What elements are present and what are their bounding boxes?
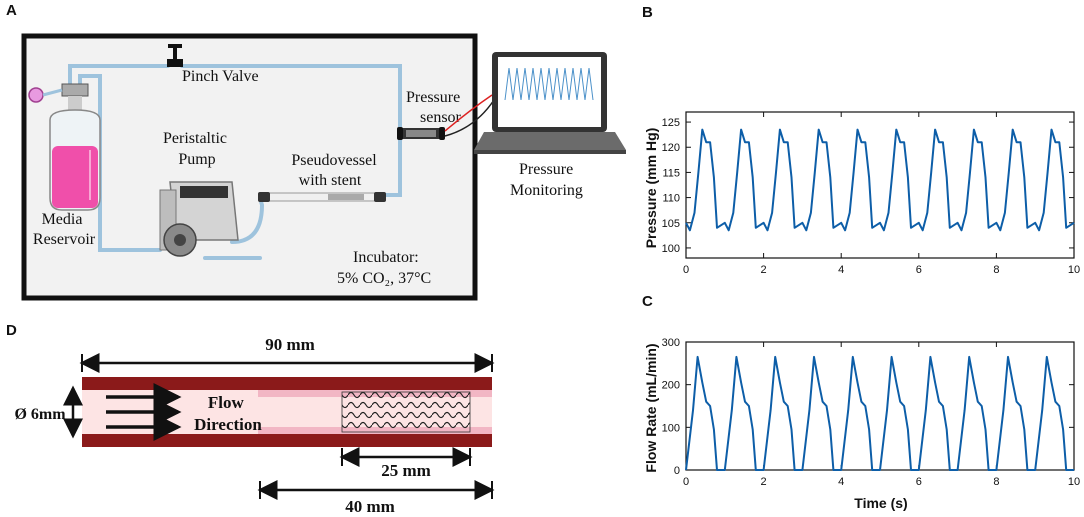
flow-direction-label: Flow Direction [194,393,262,434]
peristaltic-pump-icon [159,181,239,257]
pressure-sensor-icon [397,127,445,140]
time-axis-label: Time (s) [854,495,907,511]
pinch-valve-icon [167,44,183,67]
pressure-x-tick-label: 2 [761,264,767,276]
pseudovessel-icon [258,192,386,202]
flow-x-tick-label: 10 [1068,476,1080,488]
setup-schematic: Pinch Valve Pressure sensor Pressure Mon… [21,33,626,301]
pseudovessel-label: Pseudovessel with stent [291,152,380,189]
stent-length-label: 25 mm [381,461,431,480]
pressure-monitoring-label: Pressure Monitoring [510,161,583,199]
panel-label-d: D [6,322,17,339]
panel-label-a: A [6,2,17,19]
flow-series-line [685,355,1074,471]
flow-axis-label: Flow Rate (mL/min) [643,343,659,472]
pressure-y-tick-label: 115 [662,167,680,179]
segment-length-label: 40 mm [345,497,395,516]
pressure-x-tick-label: 4 [838,264,844,276]
peristaltic-pump-label: Peristaltic Pump [163,130,231,168]
flow-x-tick-label: 4 [838,476,844,488]
flow-x-tick-label: 8 [993,476,999,488]
media-reservoir-icon [49,83,101,211]
sensor-wire-red [444,94,493,132]
tubing [68,64,402,260]
panel-label-c: C [642,293,653,310]
pressure-y-tick-label: 100 [662,243,680,255]
diameter-label: Ø 6mm [14,406,66,423]
flow-y-tick-label: 100 [662,422,680,434]
pressure-sensor-label: Pressure sensor [406,89,464,126]
pressure-x-tick-label: 10 [1068,264,1080,276]
flow-arrows [106,383,182,441]
flow-y-tick-label: 200 [662,380,680,392]
sensor-wire-black [444,99,495,137]
panel-label-b: B [642,4,653,21]
filter-cap-icon [28,87,63,103]
pressure-plot-frame [685,111,1075,259]
waveform-charts: Pressure (mm Hg) Flow Rate (mL/min) Time… [643,111,1080,511]
media-reservoir-label: Media Reservoir [33,211,96,248]
laptop-icon [474,52,626,154]
pressure-y-tick-label: 105 [662,218,680,230]
pressure-x-tick-label: 8 [993,264,999,276]
pressure-y-tick-label: 125 [662,117,680,129]
flow-x-tick-label: 0 [683,476,689,488]
flow-y-tick-label: 0 [674,465,680,477]
pressure-y-tick-label: 110 [662,193,680,205]
pressure-x-tick-label: 0 [683,264,689,276]
flow-y-tick-label: 300 [662,337,680,349]
incubator-label: Incubator: 5% CO₂, 37°C [337,249,431,287]
pressure-axis-label: Pressure (mm Hg) [643,128,659,249]
stent-mesh [341,391,471,433]
vessel-schematic: 90 mm Ø 6mm Flow Direction 25 mm 40 mm [14,335,495,516]
length-total-label: 90 mm [265,335,315,354]
pressure-series-line [685,128,1075,232]
pressure-x-tick-label: 6 [916,264,922,276]
flow-x-tick-label: 2 [761,476,767,488]
flow-plot-frame [685,341,1075,471]
pinch-valve-label: Pinch Valve [182,68,259,85]
flow-x-tick-label: 6 [916,476,922,488]
pressure-y-tick-label: 120 [662,142,680,154]
